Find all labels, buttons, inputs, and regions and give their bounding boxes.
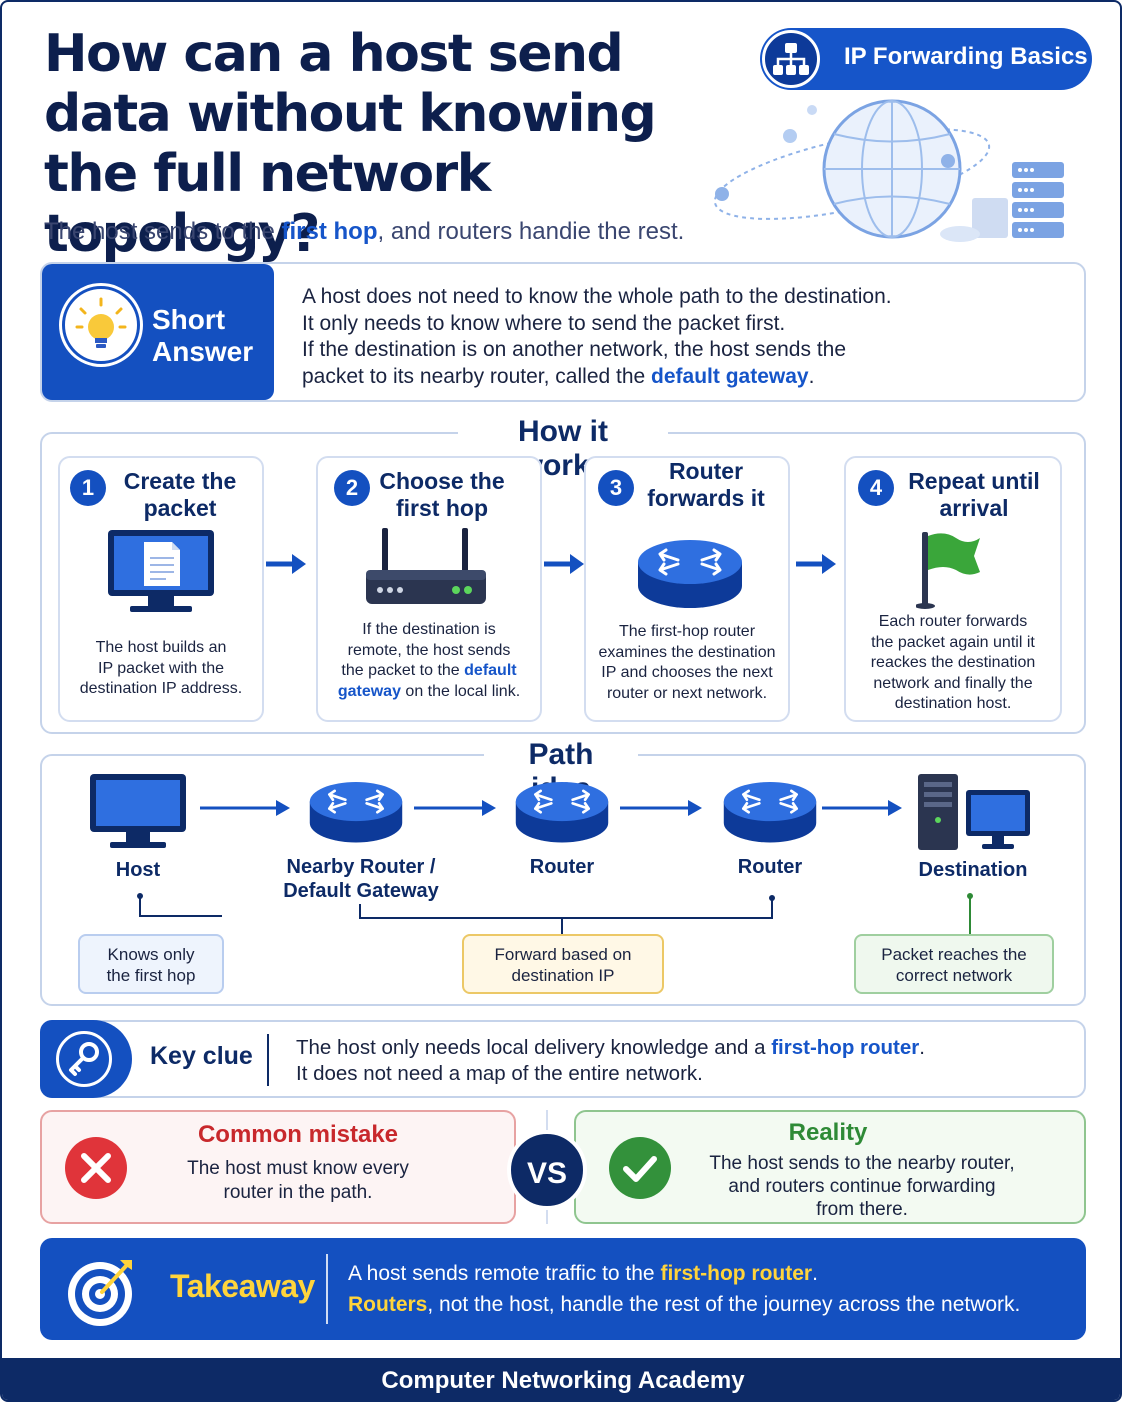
close-icon <box>64 1136 128 1205</box>
router-icon <box>514 778 610 855</box>
router-icon <box>722 778 818 855</box>
topic-badge-label: IP Forwarding Basics <box>844 43 1088 70</box>
arrow-right-icon <box>820 796 904 825</box>
reality-title: Reality <box>788 1119 868 1146</box>
key-clue-label: Key clue <box>150 1042 253 1070</box>
step-number: 4 <box>858 470 894 506</box>
arrow-right-icon <box>412 796 498 825</box>
key-clue-text: The host only needs local delivery knowl… <box>296 1036 925 1085</box>
node-gateway-label: Nearby Router /Default Gateway <box>283 856 439 902</box>
node-destination-label: Destination <box>918 859 1028 881</box>
divider <box>267 1034 269 1086</box>
step-description: If the destination is remote, the host s… <box>337 621 521 700</box>
step-number: 2 <box>334 470 370 506</box>
key-clue-card <box>40 1020 1086 1098</box>
arrow-right-icon <box>264 552 308 581</box>
green-flag-icon <box>915 528 986 615</box>
note-connectors <box>2 2 1120 1017</box>
lightbulb-icon <box>62 286 140 364</box>
reality-card <box>574 1110 1086 1224</box>
gateway-router-icon <box>308 778 404 855</box>
key-clue-badge <box>40 1020 132 1098</box>
takeaway-label: Takeaway <box>170 1268 315 1304</box>
common-mistake-title: Common mistake <box>197 1121 399 1148</box>
takeaway-banner <box>40 1238 1086 1340</box>
short-answer-text: A host does not need to know the whole p… <box>302 285 892 388</box>
reality-text: The host sends to the nearby router,and … <box>709 1153 1015 1220</box>
router-icon <box>636 536 744 621</box>
computer-document-icon <box>106 528 216 621</box>
node-host-label: Host <box>115 859 161 881</box>
footer-brand: Computer Networking Academy <box>2 1358 1120 1400</box>
key-icon <box>56 1031 112 1087</box>
globe-network-icon <box>702 94 1102 251</box>
checkmark-icon <box>608 1136 672 1205</box>
destination-server-icon <box>916 772 1034 859</box>
divider <box>326 1254 328 1324</box>
step-number: 3 <box>598 470 634 506</box>
arrow-right-icon <box>542 552 586 581</box>
vs-badge: VS <box>507 1130 587 1210</box>
arrow-right-icon <box>794 552 838 581</box>
topic-badge: IP Forwarding Basics <box>760 28 1092 90</box>
router-device-icon <box>362 524 490 615</box>
common-mistake-card <box>40 1110 516 1224</box>
takeaway-text: A host sends remote traffic to the first… <box>348 1262 1021 1316</box>
node-router-label: Router <box>529 856 595 878</box>
host-computer-icon <box>88 772 188 857</box>
target-icon <box>62 1250 142 1335</box>
page-title: How can a host send data without knowing… <box>44 24 657 264</box>
step-number: 1 <box>70 470 106 506</box>
arrow-right-icon <box>618 796 704 825</box>
network-hierarchy-icon <box>762 30 820 88</box>
page-subtitle: The host sends to the first hop, and rou… <box>44 218 685 245</box>
node-router-label: Router <box>737 856 803 878</box>
arrow-right-icon <box>198 796 292 825</box>
